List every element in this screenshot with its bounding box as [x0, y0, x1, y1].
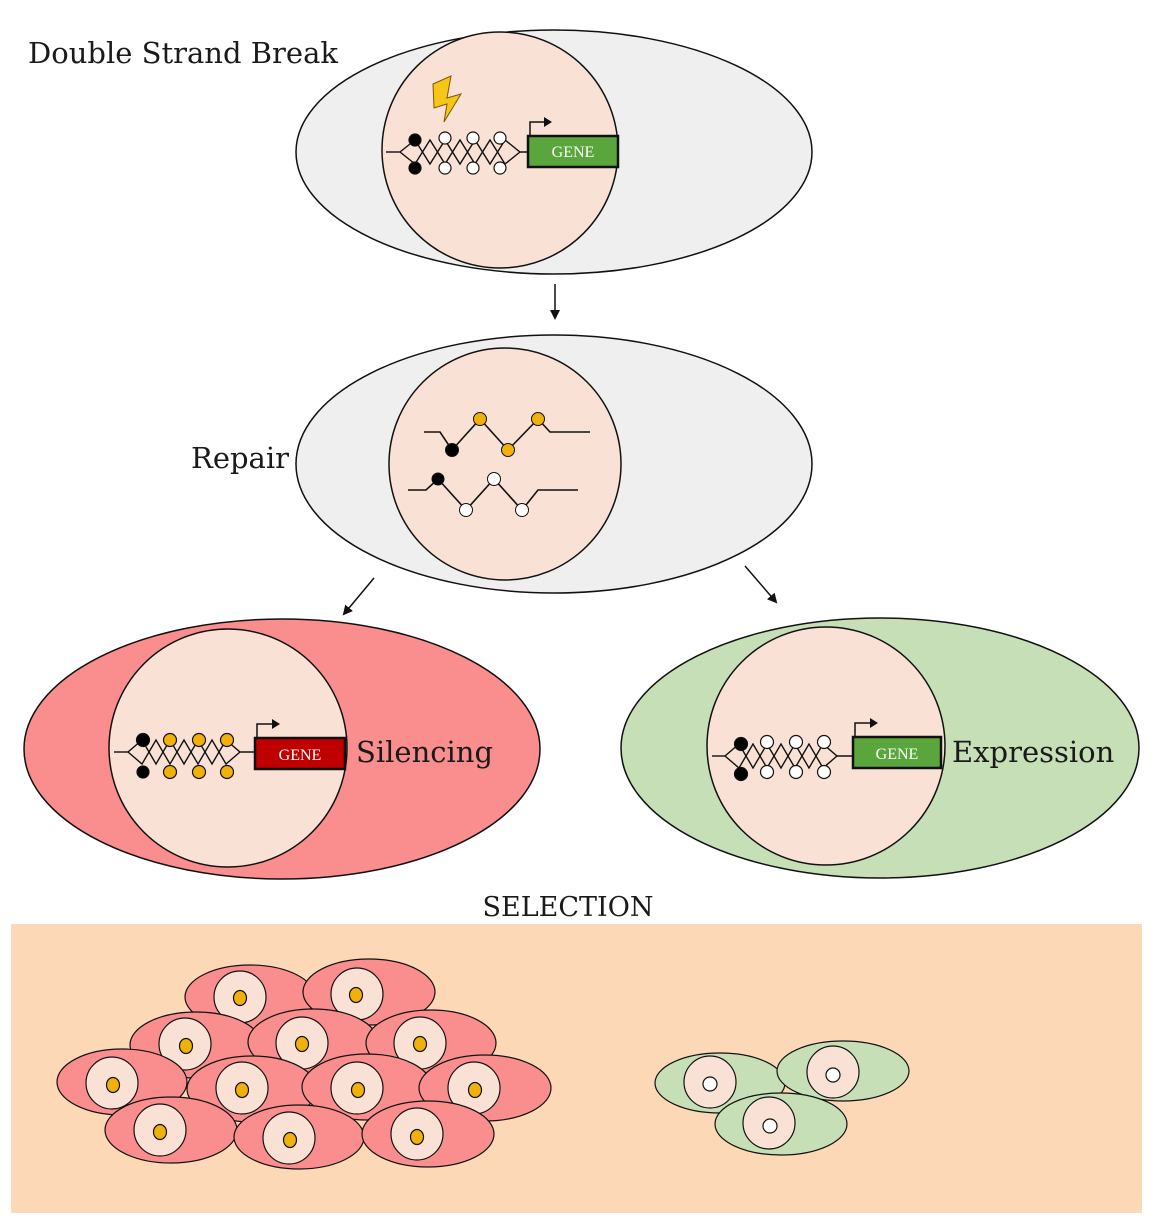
colony-cell-silenced	[361, 1100, 495, 1168]
unmethyl-mark	[493, 131, 507, 145]
label-repair: Repair	[191, 441, 289, 475]
arrow-to-silencing	[342, 577, 375, 616]
dsb-cell: GENE	[295, 29, 813, 275]
silenced-dna	[114, 738, 255, 766]
unmethyl-mark	[438, 131, 452, 145]
label-silencing: Silencing	[356, 735, 493, 769]
methyl-mark	[733, 766, 749, 782]
unmethyl-mark	[759, 764, 775, 780]
unmethyl-mark	[759, 734, 775, 750]
methyl-mark-orange	[162, 732, 178, 748]
methyl-mark-orange	[191, 732, 207, 748]
methyl-mark-orange	[219, 732, 235, 748]
methyl-mark	[431, 472, 445, 486]
expressed-cell: GENE	[620, 617, 1140, 879]
label-selection: SELECTION	[483, 892, 654, 923]
gene-label: GENE	[279, 747, 322, 764]
gene-label: GENE	[876, 746, 919, 763]
gene-box	[526, 134, 620, 169]
repair-cell	[295, 334, 813, 594]
gene-box-silenced	[253, 736, 347, 771]
promoter-arrow-icon	[529, 117, 552, 135]
label-expression: Expression	[952, 735, 1114, 769]
repaired-strand-bottom	[408, 472, 578, 517]
arrow-to-expression	[744, 565, 778, 604]
methyl-mark	[733, 736, 749, 752]
promoter-arrow-icon	[854, 718, 878, 736]
silenced-colony	[56, 958, 552, 1170]
promoter-arrow-icon	[256, 719, 280, 737]
unmethyl-mark	[466, 161, 480, 175]
expressed-colony	[654, 1040, 910, 1156]
unmethyl-mark	[466, 131, 480, 145]
methyl-mark-orange	[162, 764, 178, 780]
methyl-mark-orange	[501, 443, 515, 457]
methyl-mark-orange	[531, 412, 545, 426]
colony-cell-expressed	[776, 1040, 910, 1102]
unmethyl-mark	[438, 161, 452, 175]
colony-cell-silenced	[301, 1053, 433, 1121]
gene-box-expressed	[851, 735, 943, 770]
unmethyl-mark	[487, 472, 501, 486]
unmethyl-mark	[788, 734, 804, 750]
silenced-nucleus	[108, 628, 348, 868]
colony-cell-expressed	[714, 1092, 848, 1156]
methyl-mark	[445, 443, 459, 457]
methyl-mark	[136, 765, 150, 779]
silenced-cell: GENE	[23, 618, 541, 880]
dsb-methyl-marks	[408, 131, 507, 175]
lightning-icon	[432, 75, 463, 123]
methyl-mark-orange	[219, 764, 235, 780]
methyl-mark	[408, 161, 422, 175]
repaired-strand-top	[424, 412, 590, 457]
unmethyl-mark	[515, 503, 529, 517]
unmethyl-mark	[816, 734, 832, 750]
expressed-methyl-marks	[733, 734, 832, 782]
colony-cell-silenced	[186, 1055, 318, 1123]
methyl-mark	[135, 732, 151, 748]
repair-nucleus	[388, 347, 622, 581]
silenced-methyl-marks	[135, 732, 235, 780]
unmethyl-mark	[816, 764, 832, 780]
unmethyl-mark	[493, 161, 507, 175]
expressed-dna	[712, 742, 852, 770]
colony-cell-silenced	[233, 1104, 365, 1170]
methyl-mark-orange	[473, 412, 487, 426]
dsb-dna	[386, 138, 528, 166]
unmethyl-mark	[459, 503, 473, 517]
colony-cell-silenced	[104, 1096, 238, 1164]
unmethyl-mark	[788, 764, 804, 780]
label-double-strand-break: Double Strand Break	[28, 36, 338, 70]
methyl-mark-orange	[191, 764, 207, 780]
methyl-mark	[408, 133, 422, 147]
gene-label: GENE	[552, 144, 595, 161]
